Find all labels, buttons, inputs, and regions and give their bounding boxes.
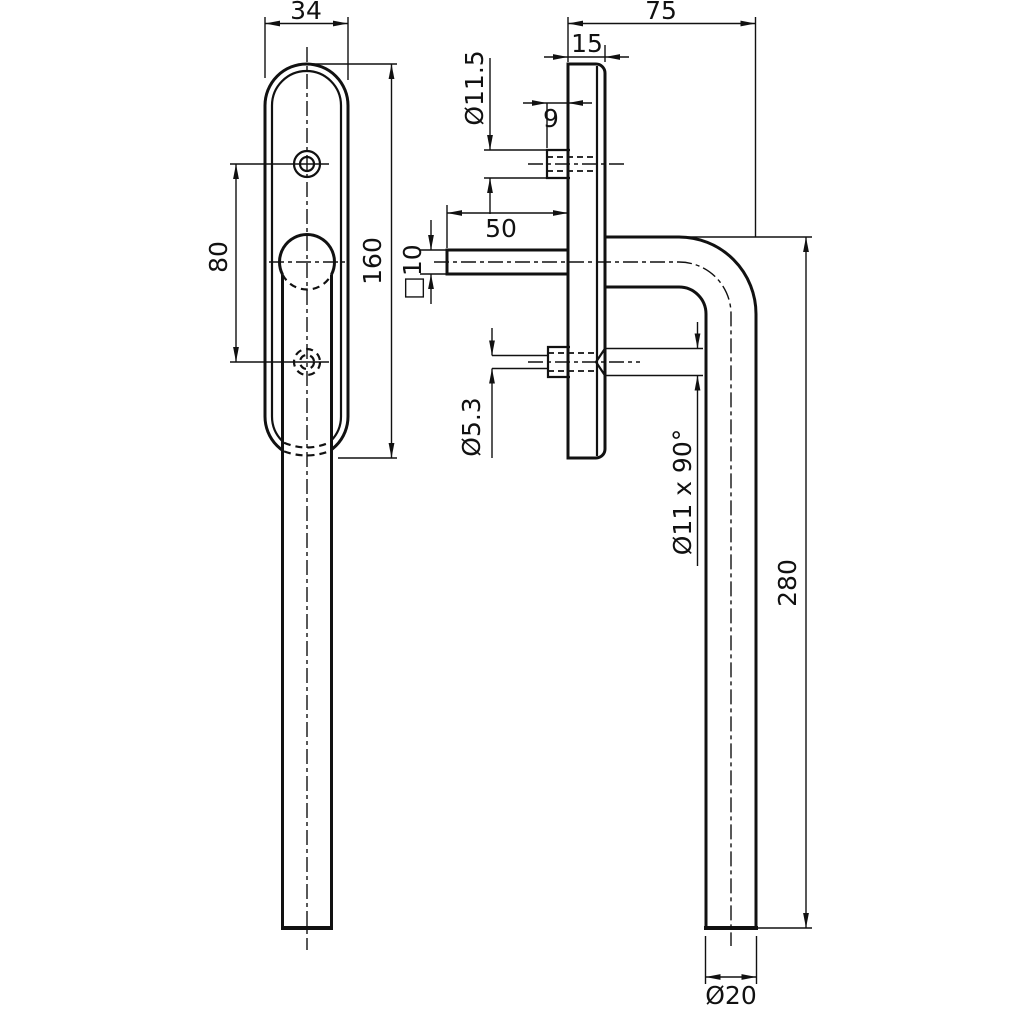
- dimension-text-280: 280: [773, 559, 802, 607]
- dimension-hole-spacing: 80: [204, 164, 239, 362]
- front-view: 34 80 160: [204, 0, 397, 950]
- dimension-text-d11x90: Ø11 x 90°: [668, 429, 697, 556]
- dimension-boss-length: 9: [523, 100, 592, 148]
- dimension-text-d5-3: Ø5.3: [457, 397, 486, 456]
- dimension-text-d11-5: Ø11.5: [460, 50, 489, 125]
- dimension-text-d20: Ø20: [705, 981, 757, 1010]
- handle-inner-profile: [605, 285, 708, 928]
- handle-outer-profile: [605, 235, 758, 928]
- front-neck-boss-circle: [278, 233, 336, 276]
- dimension-spindle-length: 50: [446, 205, 568, 248]
- dimension-boss-diameter: Ø11.5: [460, 50, 547, 214]
- dimension-plate-height: 160: [306, 63, 397, 459]
- dimension-text-50: 50: [485, 214, 517, 243]
- dimension-text-15: 15: [571, 29, 603, 58]
- dimension-screw-hole-diameter: Ø5.3: [457, 328, 495, 458]
- front-plate-inner-hidden-arc: [283, 441, 330, 449]
- front-plate-outer-hidden-arc: [283, 450, 330, 457]
- handle-centerline: [434, 261, 732, 946]
- dimension-plate-thickness: 15: [544, 29, 629, 62]
- dimension-text-34: 34: [290, 0, 322, 25]
- dimension-spindle-square: □10: [398, 220, 447, 304]
- dimension-text-80: 80: [204, 241, 233, 273]
- dimension-text-sq10: □10: [398, 244, 427, 299]
- dimension-countersink: Ø11 x 90°: [605, 322, 703, 566]
- dimension-grip-length: 280: [680, 236, 812, 929]
- dimension-overall-depth: 75: [567, 0, 757, 237]
- dimension-text-75: 75: [645, 0, 677, 25]
- side-view: 75 15 Ø11.5 9: [398, 0, 812, 1010]
- side-plate-outline: [566, 62, 607, 460]
- dimension-text-160: 160: [358, 237, 387, 285]
- dimension-grip-diameter: Ø20: [704, 936, 758, 1010]
- dimension-plate-width: 34: [264, 0, 349, 80]
- front-neck-boss-hidden-arc: [281, 273, 333, 291]
- dimension-text-9: 9: [543, 104, 559, 133]
